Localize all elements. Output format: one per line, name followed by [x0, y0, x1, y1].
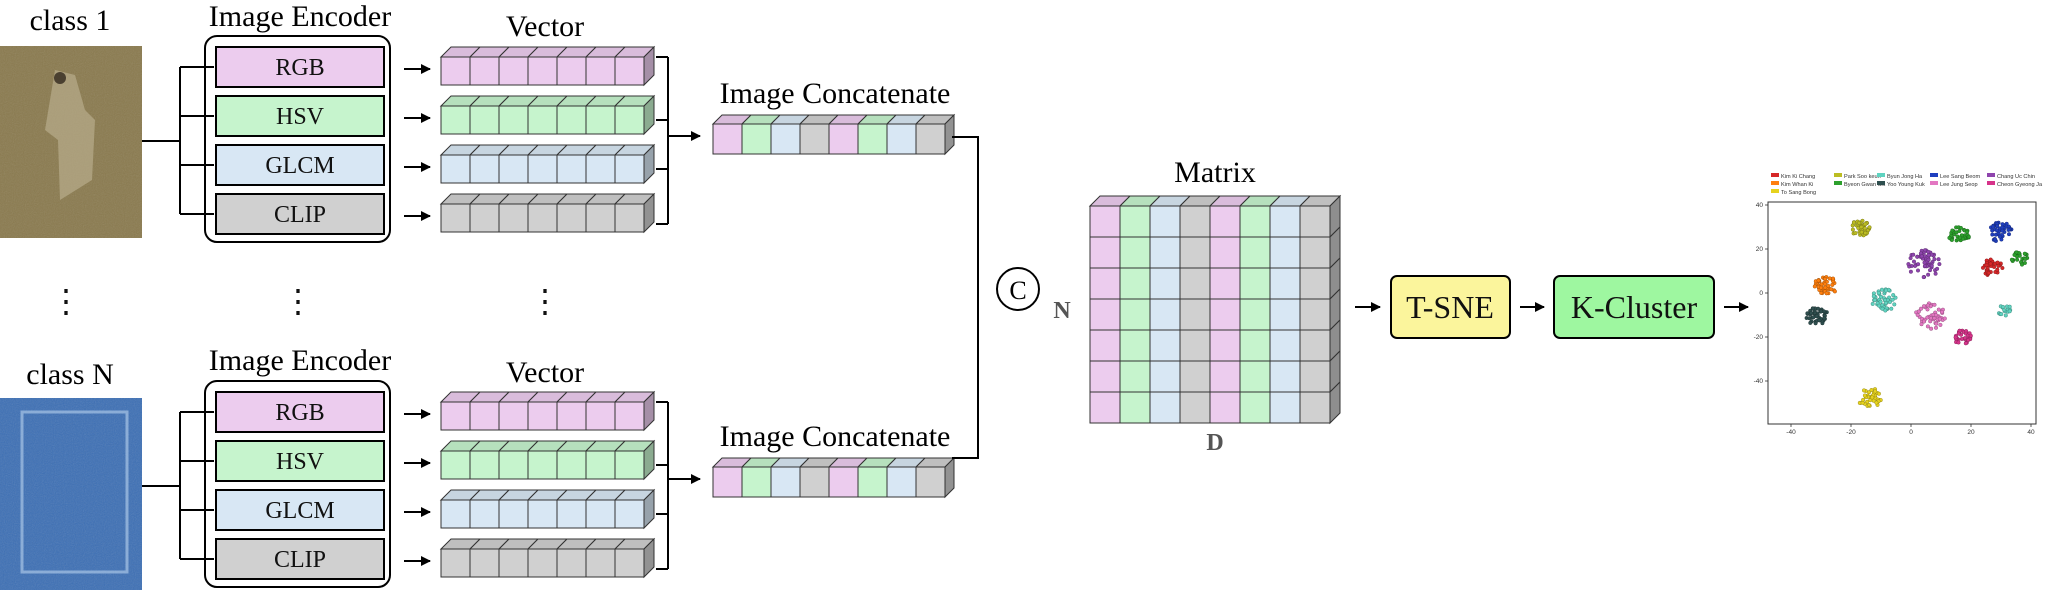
merge-connector: C — [952, 136, 1040, 459]
legend-item: Park Soo keun — [1834, 173, 1881, 180]
vector-glcm — [439, 143, 656, 185]
svg-text:-20: -20 — [1754, 334, 1764, 341]
svg-text:Kim Ki Chang: Kim Ki Chang — [1781, 174, 1815, 180]
svg-text:0: 0 — [1909, 429, 1913, 436]
concat-symbol-label: C — [1009, 276, 1026, 305]
encoder-box-glcm — [215, 144, 385, 186]
vector-glcm — [439, 488, 656, 530]
encoder-title: Image Encoder — [209, 344, 391, 377]
svg-text:Lee Jung Seop: Lee Jung Seop — [1940, 182, 1978, 188]
legend-item: Lee Jung Seop — [1930, 181, 1978, 188]
svg-text:20: 20 — [1756, 246, 1764, 253]
encoder-label-hsv: HSV — [276, 104, 325, 130]
encoder-title: Image Encoder — [209, 0, 391, 33]
vector-hsv — [439, 439, 656, 481]
vector-stack — [439, 45, 701, 234]
matrix-rows-label: N — [1053, 298, 1071, 324]
svg-text:Yoo Young Kuk: Yoo Young Kuk — [1887, 182, 1925, 188]
legend-item: Kim Ki Chang — [1771, 173, 1815, 180]
vector-rgb — [439, 45, 656, 87]
svg-text:-40: -40 — [1786, 429, 1796, 436]
encoder-label-glcm: GLCM — [265, 153, 334, 179]
vector-clip — [439, 192, 656, 234]
svg-text:Cheon Gyeong Ja: Cheon Gyeong Ja — [1997, 182, 2043, 188]
encoder-boxes: RGB HSV GLCM CLIP — [142, 46, 431, 235]
encoder-box-glcm — [215, 489, 385, 531]
encoder-box-hsv — [215, 440, 385, 482]
concat-title: Image Concatenate — [720, 77, 951, 110]
svg-text:-40: -40 — [1754, 378, 1764, 385]
legend-item: Byun Jong Ha — [1877, 173, 1923, 180]
encoder-label-clip: CLIP — [274, 547, 326, 573]
row-class-1: class 1 Image Encoder RGB HSV GLCM CLIP Vec… — [0, 0, 956, 243]
ellipsis-encoders: ⋮ — [282, 283, 314, 319]
svg-text:0: 0 — [1759, 290, 1763, 297]
encoder-box-hsv — [215, 95, 385, 137]
legend-item: Kim Whan Ki — [1771, 181, 1813, 188]
matrix-title: Matrix — [1174, 156, 1256, 189]
legend-item: Byeon Gwan Sik — [1834, 181, 1886, 188]
ellipsis-classes: ⋮ — [50, 283, 82, 319]
vector-rgb — [439, 390, 656, 432]
legend-item: Lee Sang Beom — [1930, 173, 1980, 180]
svg-text:Chang Uc Chin: Chang Uc Chin — [1997, 174, 2035, 180]
encoder-label-glcm: GLCM — [265, 498, 334, 524]
class-1-image — [0, 46, 142, 238]
concat-vector — [711, 456, 956, 499]
vector-clip — [439, 537, 656, 579]
kcluster-box — [1553, 275, 1715, 339]
scatter-ticks: -40 -20 0 20 40 40 20 0 -20 -40 — [1754, 202, 2035, 436]
encoder-box-rgb — [215, 46, 385, 88]
svg-text:Byeon Gwan Sik: Byeon Gwan Sik — [1844, 182, 1886, 188]
encoder-box-clip — [215, 193, 385, 235]
tsne-label: T-SNE — [1406, 289, 1494, 325]
cluster-scatter-plot: Kim Ki Chang Park Soo keun Byun Jong Ha Lee… — [1754, 173, 2043, 436]
concat-symbol-icon — [996, 267, 1040, 311]
class-n-image — [0, 398, 142, 590]
svg-text:20: 20 — [1967, 429, 1975, 436]
svg-text:Kim Whan Ki: Kim Whan Ki — [1781, 182, 1813, 188]
svg-text:To Sang Bong: To Sang Bong — [1781, 190, 1816, 196]
matrix-cols-label: D — [1206, 430, 1223, 456]
svg-text:Park Soo keun: Park Soo keun — [1844, 174, 1881, 180]
concat-title: Image Concatenate — [720, 420, 951, 453]
row-class-n: class N Image Encoder RGB HSV GLCM CLIP Vec… — [0, 344, 956, 590]
ellipsis-vectors: ⋮ — [529, 283, 561, 319]
scatter-legend: Kim Ki Chang Park Soo keun Byun Jong Ha Lee… — [1771, 173, 2043, 196]
vector-hsv — [439, 94, 656, 136]
kcluster-label: K-Cluster — [1571, 289, 1698, 325]
encoder-box-rgb — [215, 391, 385, 433]
encoder-panel — [204, 380, 391, 588]
legend-item: Cheon Gyeong Ja — [1987, 181, 2043, 188]
svg-text:Byun Jong Ha: Byun Jong Ha — [1887, 174, 1923, 180]
vector-title: Vector — [506, 10, 584, 43]
legend-item: Chang Uc Chin — [1987, 173, 2035, 180]
vector-title: Vector — [506, 356, 584, 389]
encoder-panel — [204, 35, 391, 243]
encoder-boxes: RGB HSV GLCM CLIP — [142, 391, 431, 580]
class-label: class N — [26, 358, 113, 391]
encoder-label-clip: CLIP — [274, 202, 326, 228]
svg-text:40: 40 — [2027, 429, 2035, 436]
encoder-box-clip — [215, 538, 385, 580]
class-label: class 1 — [30, 4, 111, 37]
encoder-label-hsv: HSV — [276, 449, 325, 475]
legend-item: Yoo Young Kuk — [1877, 181, 1925, 188]
encoder-label-rgb: RGB — [275, 55, 324, 81]
svg-text:Lee Sang Beom: Lee Sang Beom — [1940, 174, 1980, 180]
scatter-points — [1804, 218, 2030, 408]
legend-item: To Sang Bong — [1771, 189, 1816, 196]
encoder-label-rgb: RGB — [275, 400, 324, 426]
svg-text:40: 40 — [1756, 202, 1764, 209]
vector-stack — [439, 390, 701, 579]
svg-text:-20: -20 — [1846, 429, 1856, 436]
concat-vector — [711, 113, 956, 156]
matrix: Matrix N D — [1053, 156, 1342, 456]
tsne-box — [1390, 275, 1511, 339]
